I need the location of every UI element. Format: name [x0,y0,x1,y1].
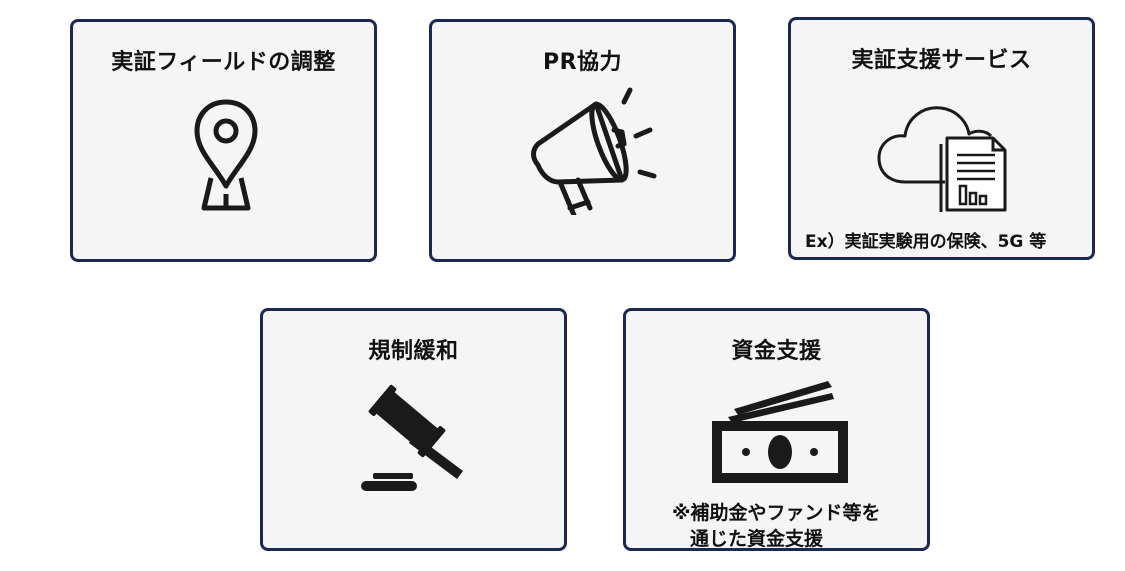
gavel-icon [361,384,463,491]
card-support-services: 実証支援サービス Ex）実証実験用の保険、5G 等 [788,17,1095,260]
card-title: 実証支援サービス [851,48,1032,73]
card-deregulation: 規制緩和 [260,308,567,551]
card-field-coordination: 実証フィールドの調整 [70,19,377,262]
map-pin-icon [194,99,258,211]
card-title: PR協力 [542,50,623,75]
card-title: 実証フィールドの調整 [111,50,336,75]
card-note-line-1: ※補助金やファンド等を [672,502,881,524]
money-icon [712,381,848,483]
megaphone-icon [531,87,657,215]
card-title: 規制緩和 [368,339,459,364]
card-note: Ex）実証実験用の保険、5G 等 [805,232,1047,252]
card-pr-cooperation: PR協力 [429,19,736,262]
card-title: 資金支援 [731,339,822,364]
card-financial-support: 資金支援 ※補助金やファンド等を 通じた資金支援 [623,308,930,551]
cloud-document-icon [877,106,1007,212]
card-note-line-2: 通じた資金支援 [690,528,824,550]
